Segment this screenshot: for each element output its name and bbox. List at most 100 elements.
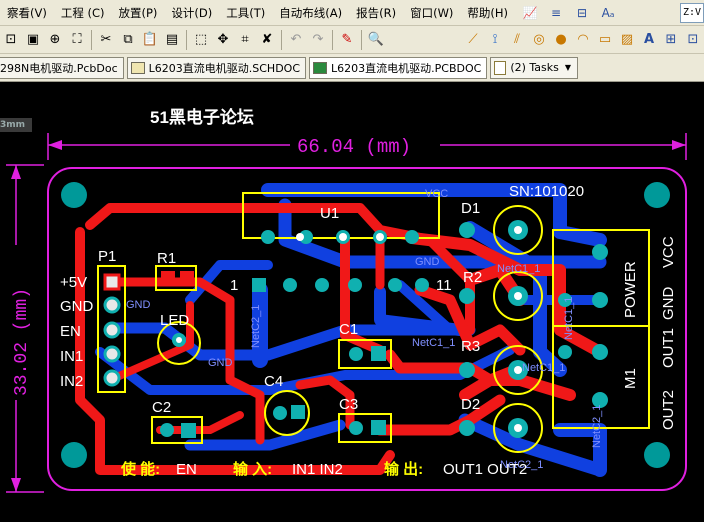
c3-outline — [338, 413, 392, 443]
zoom-box[interactable]: Z:V — [680, 3, 704, 23]
redo-icon[interactable]: ↷ — [312, 32, 324, 47]
led-outline — [157, 321, 201, 365]
left-label: GND — [60, 298, 94, 315]
ref-d1: D1 — [461, 200, 480, 217]
tasks-dropdown[interactable]: (2) Tasks ▼ — [490, 56, 579, 79]
select-area-icon[interactable]: ⬚ — [194, 32, 208, 47]
chart-icon[interactable]: 📈 — [522, 5, 538, 20]
ref-u1: U1 — [320, 205, 339, 222]
left-label: IN1 — [60, 348, 83, 365]
menu-view[interactable]: 察看(V) — [7, 5, 47, 20]
board-outline — [47, 167, 687, 491]
route-multiple-icon[interactable]: ⫽ — [514, 32, 520, 47]
toolbar-divider — [91, 29, 92, 50]
designators: SN:101020 U1 D1 R2 R3 D2 P1 R1 LED C1 C2… — [60, 183, 677, 430]
zoom-selected-icon[interactable]: ⊕ — [49, 32, 61, 47]
menu-design[interactable]: 设计(D) — [171, 5, 213, 20]
r2-outline — [493, 271, 543, 321]
crosshair-icon[interactable]: ✎ — [341, 32, 353, 47]
pcb-layout: 51黑电子论坛 66.04 (mm) 33.02 (mm) — [6, 107, 687, 493]
text-style-icon[interactable]: Aₐ — [601, 5, 615, 20]
place-string-icon[interactable]: A — [643, 32, 655, 47]
route-diff-pair-icon[interactable]: ⟟ — [492, 32, 498, 47]
width-dimension-text: 66.04 (mm) — [297, 136, 411, 158]
zoom-area-icon[interactable]: ▣ — [26, 32, 40, 47]
right-label-out1: OUT1 — [660, 328, 677, 368]
bottom-legend: 使 能: EN 输 入: IN1 IN2 输 出: OUT1 OUT2 — [120, 460, 527, 478]
p1-outline — [97, 265, 126, 393]
ruler-unit-label: 3mm — [0, 118, 32, 132]
component-pads — [103, 220, 608, 438]
toolbar-divider — [332, 29, 333, 50]
align-icon[interactable]: ≡ — [551, 5, 562, 20]
pin-1-label: 1 — [230, 277, 238, 294]
ref-r3: R3 — [461, 338, 480, 355]
pin-11-label: 11 — [436, 277, 452, 294]
ref-led: LED — [160, 312, 189, 329]
tasks-label: (2) Tasks — [510, 61, 559, 74]
serial-number: SN:101020 — [509, 183, 584, 200]
toolbar: ⊡ ▣ ⊕ ⛶ ✂ ⧉ 📋 ▤ ⬚ ✥ ⌗ ✘ ↶ ↷ ✎ 🔍 ⟋ ⟟ ⫽ ◎ … — [0, 26, 704, 54]
mounting-hole — [61, 182, 87, 208]
menu-autoroute[interactable]: 自动布线(A) — [279, 5, 343, 20]
select-touching-icon[interactable]: ⌗ — [241, 32, 249, 47]
menu-window[interactable]: 窗口(W) — [410, 5, 454, 20]
toolbar-divider — [361, 29, 362, 50]
d2-outline — [493, 403, 543, 453]
deselect-icon[interactable]: ✘ — [261, 32, 273, 47]
r1-outline — [155, 265, 197, 291]
place-coordinate-icon[interactable]: ⊞ — [665, 32, 677, 47]
rubber-stamp-icon[interactable]: ▤ — [165, 32, 179, 47]
forum-title: 51黑电子论坛 — [150, 107, 254, 127]
menu-help[interactable]: 帮助(H) — [467, 5, 509, 20]
menu-quick-tools: 📈 ≡ ⊟ Aₐ — [517, 0, 621, 26]
copy-icon[interactable]: ⧉ — [123, 32, 133, 47]
chevron-down-icon: ▼ — [564, 63, 572, 72]
c2-outline — [151, 416, 203, 444]
menu-place[interactable]: 放置(P) — [118, 5, 158, 20]
place-arc-icon[interactable]: ◠ — [577, 32, 589, 47]
toolbar-divider — [281, 29, 282, 50]
zoom-fit-board-icon[interactable]: ⛶ — [72, 32, 82, 47]
net-label: NetC1_1 — [497, 263, 540, 275]
net-label: NetC1_1 — [522, 362, 565, 374]
net-label: NetC2_1 — [250, 305, 262, 348]
ref-r1: R1 — [157, 250, 176, 267]
tab-l6203-schdoc[interactable]: L6203直流电机驱动.SCHDOC — [126, 56, 307, 79]
pcb-canvas[interactable]: 3mm 51黑电子论坛 66.04 (mm) 33.02 (mm) — [0, 82, 704, 522]
m1-outline — [552, 325, 650, 429]
tab-label: L6203直流电机驱动.SCHDOC — [148, 61, 301, 75]
tab-298n-pcbdoc[interactable]: 298N电机驱动.PcbDoc — [0, 56, 124, 79]
menu-tools[interactable]: 工具(T) — [226, 5, 266, 20]
height-dimension-text: 33.02 (mm) — [12, 288, 32, 396]
pcb-doc-icon — [313, 61, 328, 74]
ref-c4: C4 — [264, 373, 283, 390]
net-label: NetC1_1 — [563, 297, 575, 340]
place-pad-icon[interactable]: ◎ — [533, 32, 545, 47]
net-labels: NetC1_1 NetC2_1 NetC1_1 NetC1_1 NetC1_1 … — [126, 188, 603, 471]
move-icon[interactable]: ✥ — [217, 32, 229, 47]
zoom-fit-icon[interactable]: ⊡ — [5, 32, 17, 47]
place-polygon-icon[interactable]: ▨ — [620, 32, 634, 47]
cut-icon[interactable]: ✂ — [100, 32, 112, 47]
menu-project[interactable]: 工程 (C) — [60, 5, 105, 20]
legend-en: EN — [176, 461, 197, 478]
interactive-route-icon[interactable]: ⟋ — [468, 32, 478, 47]
net-label: GND — [415, 256, 440, 268]
distribute-icon[interactable]: ⊟ — [577, 5, 588, 20]
net-label: NetC2_1 — [591, 405, 603, 448]
undo-icon[interactable]: ↶ — [290, 32, 302, 47]
tab-label: L6203直流电机驱动.PCBDOC — [331, 61, 482, 75]
paste-icon[interactable]: 📋 — [141, 32, 159, 47]
place-fill-icon[interactable]: ▭ — [598, 32, 612, 47]
menu-reports[interactable]: 报告(R) — [356, 5, 397, 20]
ref-c2: C2 — [152, 399, 171, 416]
tab-l6203-pcbdoc[interactable]: L6203直流电机驱动.PCBDOC — [309, 56, 488, 79]
browse-component-icon[interactable]: 🔍 — [367, 32, 385, 47]
net-label: NetC2_1 — [500, 459, 543, 471]
place-via-icon[interactable]: ● — [555, 32, 567, 47]
mounting-hole — [644, 442, 670, 468]
place-component-icon[interactable]: ⊡ — [687, 32, 699, 47]
legend-output: 输 出: — [384, 460, 423, 478]
legend-input: 输 入: — [233, 460, 272, 478]
